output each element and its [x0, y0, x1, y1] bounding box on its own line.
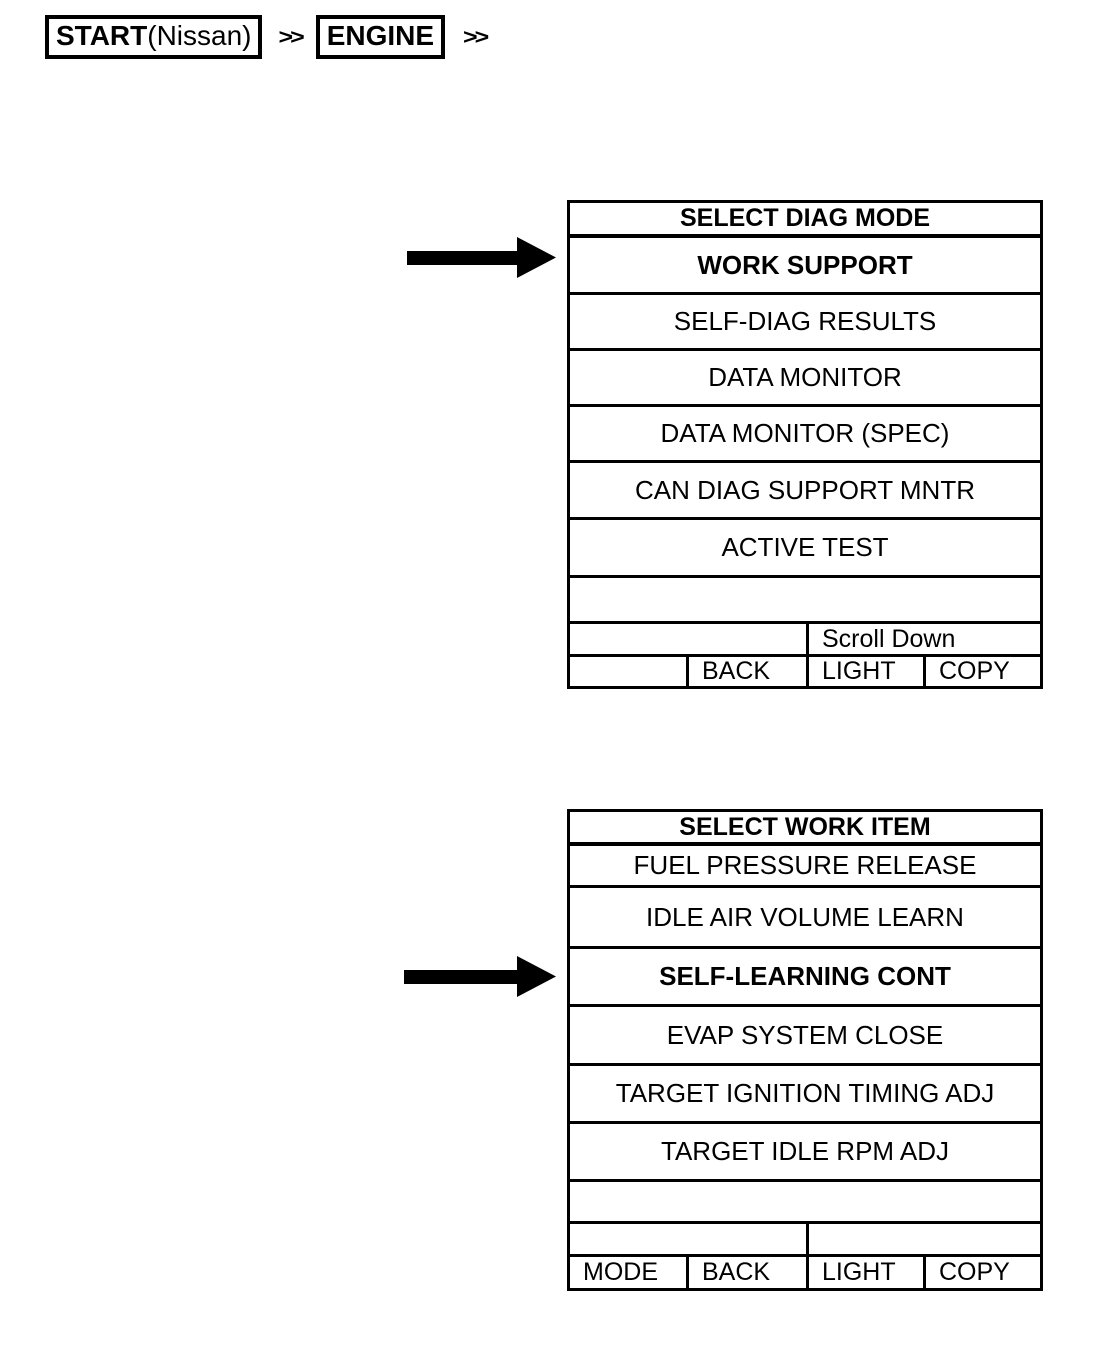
mode-button[interactable]: MODE: [583, 1258, 658, 1286]
softkey-blank: [570, 657, 686, 686]
selection-arrow-icon: [404, 956, 556, 997]
breadcrumb-engine-label: ENGINE: [326, 20, 435, 51]
breadcrumb-start-label: START: [56, 20, 148, 51]
split-row-left-cell: [570, 1224, 806, 1254]
menu-item-target-ignition-timing-adj[interactable]: TARGET IGNITION TIMING ADJ: [570, 1066, 1040, 1124]
chevron-right-icon: >>: [278, 24, 304, 49]
light-button[interactable]: LIGHT: [806, 657, 923, 686]
copy-button[interactable]: COPY: [923, 657, 1040, 686]
menu-item-self-diag-results[interactable]: SELF-DIAG RESULTS: [570, 295, 1040, 351]
menu-item-idle-air-volume-learn[interactable]: IDLE AIR VOLUME LEARN: [570, 888, 1040, 949]
screen-title: SELECT WORK ITEM: [570, 812, 1040, 846]
softkey-row: MODE BACK LIGHT COPY: [570, 1257, 1040, 1288]
menu-item-work-support[interactable]: WORK SUPPORT: [570, 238, 1040, 295]
split-empty-row: [570, 1224, 1040, 1257]
breadcrumb-engine-button[interactable]: ENGINE: [315, 15, 446, 59]
menu-item-evap-system-close[interactable]: EVAP SYSTEM CLOSE: [570, 1007, 1040, 1066]
screen-title: SELECT DIAG MODE: [570, 203, 1040, 238]
empty-row: [570, 578, 1040, 624]
select-diag-mode-screen: SELECT DIAG MODE WORK SUPPORT SELF-DIAG …: [567, 200, 1043, 689]
softkey-row: BACK LIGHT COPY: [570, 657, 1040, 686]
selection-arrow-icon: [407, 237, 556, 278]
menu-item-active-test[interactable]: ACTIVE TEST: [570, 520, 1040, 578]
copy-button[interactable]: COPY: [923, 1257, 1040, 1288]
chevron-right-icon: >>: [463, 24, 489, 49]
menu-item-can-diag-support-mntr[interactable]: CAN DIAG SUPPORT MNTR: [570, 463, 1040, 520]
menu-item-fuel-pressure-release[interactable]: FUEL PRESSURE RELEASE: [570, 846, 1040, 888]
scroll-down-button[interactable]: Scroll Down: [806, 624, 1040, 654]
breadcrumb-start-suffix: (Nissan): [147, 20, 252, 51]
back-button[interactable]: BACK: [686, 657, 806, 686]
empty-row: [570, 1182, 1040, 1224]
select-work-item-screen: SELECT WORK ITEM FUEL PRESSURE RELEASE I…: [567, 809, 1043, 1291]
breadcrumb-start-button[interactable]: START(Nissan): [45, 15, 263, 59]
scroll-row: Scroll Down: [570, 624, 1040, 657]
breadcrumb: START(Nissan) >> ENGINE >>: [45, 14, 500, 60]
menu-item-self-learning-cont[interactable]: SELF-LEARNING CONT: [570, 949, 1040, 1007]
menu-item-data-monitor-spec[interactable]: DATA MONITOR (SPEC): [570, 407, 1040, 463]
menu-item-target-idle-rpm-adj[interactable]: TARGET IDLE RPM ADJ: [570, 1124, 1040, 1182]
scroll-row-empty-cell: [570, 624, 806, 654]
split-row-right-cell: [806, 1224, 1040, 1254]
back-button[interactable]: BACK: [686, 1257, 806, 1288]
light-button[interactable]: LIGHT: [806, 1257, 923, 1288]
menu-item-data-monitor[interactable]: DATA MONITOR: [570, 351, 1040, 407]
